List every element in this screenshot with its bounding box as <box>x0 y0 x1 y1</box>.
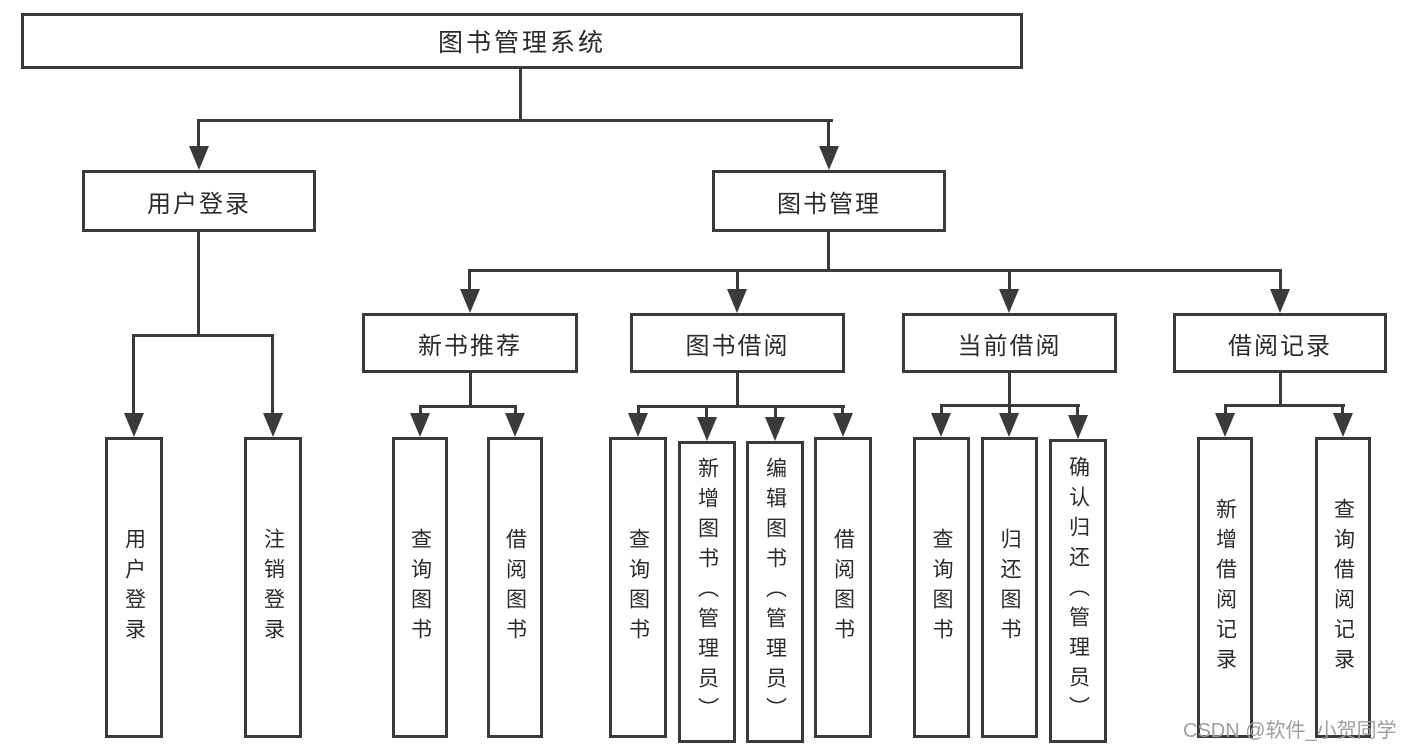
node-label: 新增图书（管理员） <box>695 457 719 727</box>
arrow-down-icon <box>460 289 480 313</box>
node-label: 图书管理 <box>777 190 881 218</box>
connector-line <box>1224 404 1345 407</box>
connector-line <box>419 405 422 417</box>
node-label: 新书推荐 <box>418 332 522 360</box>
node-leaf-br-query-record: 查询借阅记录 <box>1315 437 1371 738</box>
node-label: 图书借阅 <box>685 332 790 360</box>
connector-line <box>1008 269 1011 295</box>
connector-line <box>132 334 135 416</box>
node-label: 查询图书 <box>930 527 953 648</box>
connector-line <box>468 269 1282 272</box>
node-label: 编辑图书（管理员） <box>763 457 787 727</box>
connector-line <box>132 334 274 337</box>
connector-line <box>197 119 833 122</box>
connector-line <box>1279 269 1282 295</box>
connector-line <box>1224 404 1227 417</box>
arrow-down-icon <box>727 289 747 313</box>
node-label: 借阅记录 <box>1228 332 1332 360</box>
connector-line <box>637 405 640 417</box>
arrow-down-icon <box>628 413 648 437</box>
node-borrow-records: 借阅记录 <box>1173 313 1387 373</box>
node-book-borrowing: 图书借阅 <box>630 313 845 373</box>
node-leaf-recommend-query-books: 查询图书 <box>392 437 448 738</box>
connector-line <box>468 269 471 295</box>
connector-line <box>197 232 200 336</box>
arrow-down-icon <box>505 413 525 437</box>
arrow-down-icon <box>124 413 144 437</box>
node-current-borrowing: 当前借阅 <box>902 313 1117 373</box>
node-label: 图书管理系统 <box>437 29 606 57</box>
arrow-down-icon <box>1270 289 1290 313</box>
arrow-down-icon <box>410 413 430 437</box>
arrow-down-icon <box>189 146 209 170</box>
connector-line <box>736 269 739 295</box>
connector-line <box>1279 373 1282 406</box>
node-leaf-recommend-borrow-books: 借阅图书 <box>487 437 543 738</box>
connector-line <box>1341 404 1344 417</box>
node-label: 借阅图书 <box>831 527 855 648</box>
node-leaf-user-login: 用户登录 <box>105 437 163 738</box>
node-leaf-cb-return-books: 归还图书 <box>981 437 1038 738</box>
node-leaf-bb-add-books-admin: 新增图书（管理员） <box>678 441 736 743</box>
connector-line <box>736 373 739 408</box>
node-label: 查询图书 <box>626 527 650 648</box>
arrow-down-icon <box>765 417 785 441</box>
connector-line <box>774 405 777 419</box>
arrow-down-icon <box>1215 413 1235 437</box>
arrow-down-icon <box>819 146 839 170</box>
node-leaf-cb-query-books: 查询图书 <box>913 437 970 738</box>
node-label: 用户登录 <box>122 527 146 648</box>
connector-line <box>1008 373 1011 406</box>
arrow-down-icon <box>697 417 717 441</box>
node-label: 新增借阅记录 <box>1213 497 1237 678</box>
node-label: 借阅图书 <box>503 527 527 648</box>
connector-line <box>827 119 830 149</box>
node-leaf-bb-edit-books-admin: 编辑图书（管理员） <box>746 441 804 743</box>
connector-line <box>514 405 517 417</box>
node-leaf-bb-borrow-books: 借阅图书 <box>814 437 872 738</box>
connector-line <box>197 119 200 149</box>
node-label: 查询图书 <box>408 527 432 648</box>
node-label: 查询借阅记录 <box>1331 497 1355 678</box>
node-label: 注销登录 <box>261 527 285 648</box>
arrow-down-icon <box>1068 415 1088 439</box>
node-leaf-bb-query-books: 查询图书 <box>609 437 667 738</box>
node-new-book-recommend: 新书推荐 <box>362 313 578 373</box>
connector-line <box>940 404 943 417</box>
connector-line <box>519 68 522 122</box>
arrow-down-icon <box>999 289 1019 313</box>
node-root-library-system: 图书管理系统 <box>21 13 1023 69</box>
connector-line <box>1008 404 1011 417</box>
connector-line <box>419 405 517 408</box>
connector-line <box>827 232 830 272</box>
connector-line <box>271 334 274 416</box>
node-label: 确认归还（管理员） <box>1066 456 1090 726</box>
node-leaf-logout: 注销登录 <box>244 437 302 738</box>
connector-line <box>705 405 708 419</box>
connector-line <box>1076 404 1079 418</box>
node-leaf-br-add-record: 新增借阅记录 <box>1197 437 1253 738</box>
arrow-down-icon <box>1333 413 1353 437</box>
connector-line <box>841 405 844 417</box>
node-label: 当前借阅 <box>957 332 1062 360</box>
node-label: 用户登录 <box>147 190 251 218</box>
connector-line <box>469 373 472 408</box>
node-label: 归还图书 <box>998 527 1021 648</box>
node-book-management-branch: 图书管理 <box>712 170 946 232</box>
csdn-watermark: CSDN @软件_小贺同学 <box>1183 720 1397 742</box>
connector-line <box>637 405 845 408</box>
node-leaf-cb-confirm-return-admin: 确认归还（管理员） <box>1049 439 1107 743</box>
node-user-login-branch: 用户登录 <box>82 170 316 232</box>
arrow-down-icon <box>833 413 853 437</box>
arrow-down-icon <box>263 413 283 437</box>
arrow-down-icon <box>999 413 1019 437</box>
arrow-down-icon <box>931 413 951 437</box>
